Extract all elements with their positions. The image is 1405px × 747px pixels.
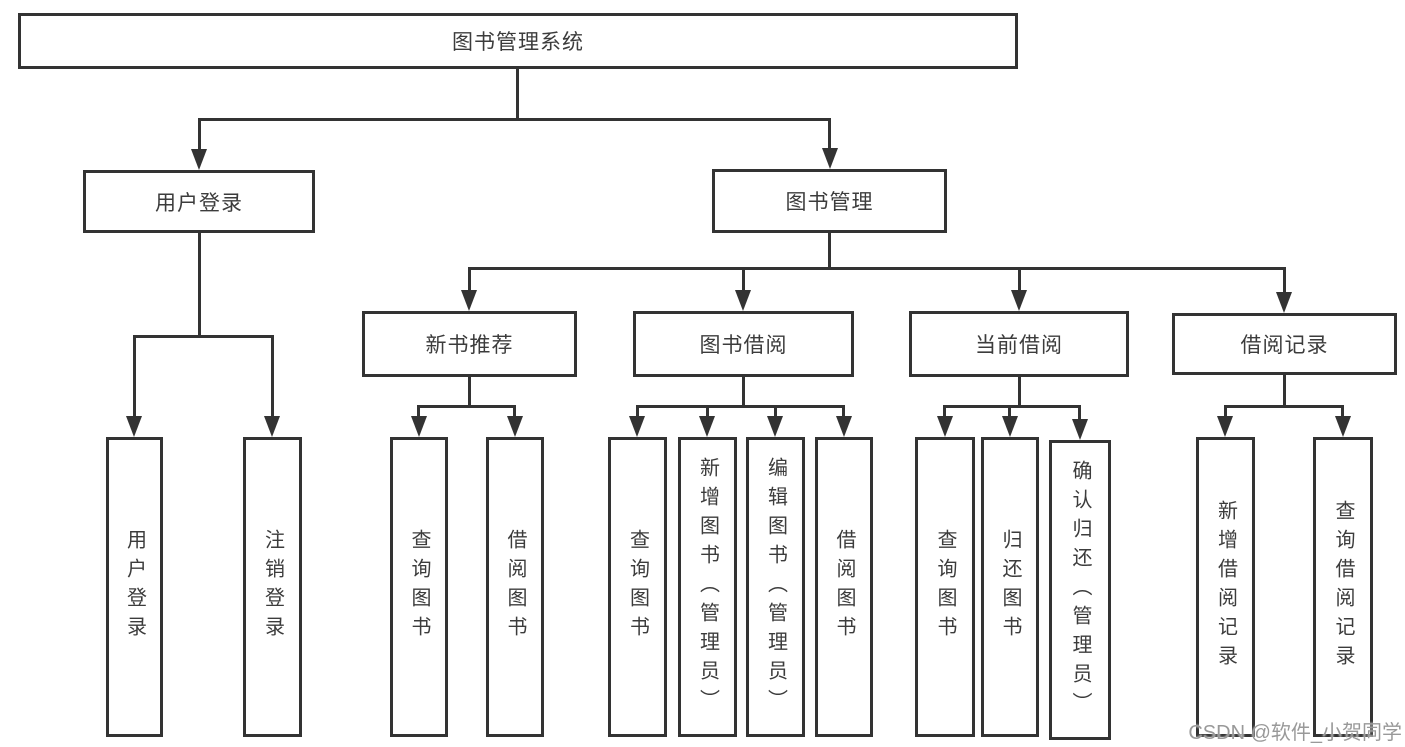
arrow-down-icon [822, 148, 838, 169]
node-label: 查询图书 [626, 529, 649, 645]
edge-new-book-rec-stem [468, 377, 471, 406]
node-label: 新增借阅记录 [1214, 500, 1237, 674]
node-borrow-records: 借阅记录 [1172, 313, 1397, 375]
node-label: 编辑图书（管理员） [764, 456, 787, 718]
edge-drop-borrow-records [1283, 268, 1286, 294]
edge-user-login-stem [198, 233, 201, 336]
node-label: 查询图书 [934, 529, 956, 645]
edge-drop [513, 406, 516, 418]
node-label: 借阅记录 [1240, 334, 1329, 357]
node-br-query-record: 查询借阅记录 [1313, 437, 1373, 737]
arrow-down-icon [937, 416, 953, 437]
node-user-login-action: 用户登录 [106, 437, 163, 737]
edge-root-rail [198, 118, 831, 121]
edge-drop [1078, 406, 1081, 421]
node-library-management-system: 图书管理系统 [18, 13, 1018, 69]
arrow-down-icon [629, 416, 645, 437]
edge-drop [943, 406, 946, 418]
node-label: 用户登录 [155, 191, 243, 215]
edge-borrow-records-rail [1224, 405, 1344, 408]
node-cb-confirm-return-admin: 确认归还（管理员） [1049, 440, 1111, 740]
node-current-borrowing: 当前借阅 [909, 311, 1129, 377]
arrow-down-icon [461, 290, 477, 311]
arrow-down-icon [191, 149, 207, 170]
edge-user-login-rail [133, 335, 274, 338]
node-logout-action: 注销登录 [243, 437, 302, 737]
arrow-down-icon [767, 416, 783, 437]
node-user-login-module: 用户登录 [83, 170, 315, 233]
edge-drop [636, 406, 639, 418]
node-label: 归还图书 [999, 529, 1021, 645]
arrow-down-icon [1335, 416, 1351, 437]
arrow-down-icon [126, 416, 142, 437]
edge-drop [417, 406, 420, 418]
edge-book-borrow-stem [742, 377, 745, 406]
node-label: 查询图书 [408, 529, 430, 645]
edge-drop [1008, 406, 1011, 418]
arrow-down-icon [735, 290, 751, 311]
node-label: 图书管理系统 [452, 31, 584, 54]
arrow-down-icon [1002, 416, 1018, 437]
edge-drop-user-login [198, 118, 201, 151]
arrow-down-icon [1072, 419, 1088, 440]
edge-root-stem [516, 69, 519, 118]
node-new-book-recommend: 新书推荐 [362, 311, 577, 377]
arrow-down-icon [1011, 290, 1027, 311]
edge-current-borrow-stem [1018, 377, 1021, 406]
arrow-down-icon [1217, 416, 1233, 437]
arrow-down-icon [264, 416, 280, 437]
node-cb-query-books: 查询图书 [915, 437, 975, 737]
node-label: 用户登录 [123, 529, 146, 645]
edge-drop [842, 406, 845, 418]
node-book-borrowing: 图书借阅 [633, 311, 854, 377]
node-label: 当前借阅 [975, 334, 1063, 357]
node-bb-query-books: 查询图书 [608, 437, 667, 737]
edge-drop [1224, 406, 1227, 418]
edge-drop-current-borrow [1018, 268, 1021, 292]
edge-new-book-rec-rail [417, 405, 516, 408]
edge-book-borrow-rail [636, 405, 845, 408]
node-bb-add-books-admin: 新增图书（管理员） [678, 437, 737, 737]
node-label: 借阅图书 [504, 529, 526, 645]
node-nbr-borrow-books: 借阅图书 [486, 437, 544, 737]
arrow-down-icon [699, 416, 715, 437]
csdn-watermark: CSDN @软件_小贺同学 [1188, 722, 1402, 744]
edge-current-borrow-rail [943, 405, 1081, 408]
node-book-management-module: 图书管理 [712, 169, 947, 233]
node-label: 新增图书（管理员） [696, 456, 719, 718]
arrow-down-icon [836, 416, 852, 437]
node-label: 图书管理 [785, 191, 874, 214]
arrow-down-icon [507, 416, 523, 437]
arrow-down-icon [1276, 292, 1292, 313]
node-br-add-record: 新增借阅记录 [1196, 437, 1255, 737]
node-bb-borrow-books: 借阅图书 [815, 437, 873, 737]
edge-drop [1341, 406, 1344, 418]
edge-drop-book-mgmt [828, 118, 831, 151]
node-bb-edit-books-admin: 编辑图书（管理员） [746, 437, 805, 737]
edge-borrow-records-stem [1283, 375, 1286, 406]
node-label: 新书推荐 [425, 334, 514, 357]
node-cb-return-books: 归还图书 [981, 437, 1039, 737]
edge-book-mgmt-rail [468, 267, 1286, 270]
node-nbr-query-books: 查询图书 [390, 437, 448, 737]
arrow-down-icon [411, 416, 427, 437]
node-label: 注销登录 [261, 529, 284, 645]
node-label: 查询借阅记录 [1332, 500, 1354, 674]
edge-drop [774, 406, 777, 418]
edge-drop-new-book-rec [468, 268, 471, 292]
node-label: 确认归还（管理员） [1069, 459, 1091, 721]
node-label: 借阅图书 [833, 529, 855, 645]
edge-drop [706, 406, 709, 418]
edge-book-mgmt-stem [828, 233, 831, 268]
edge-drop-logout [271, 336, 274, 418]
edge-drop-book-borrow [742, 268, 745, 292]
edge-drop-login [133, 336, 136, 418]
node-label: 图书借阅 [699, 334, 788, 357]
